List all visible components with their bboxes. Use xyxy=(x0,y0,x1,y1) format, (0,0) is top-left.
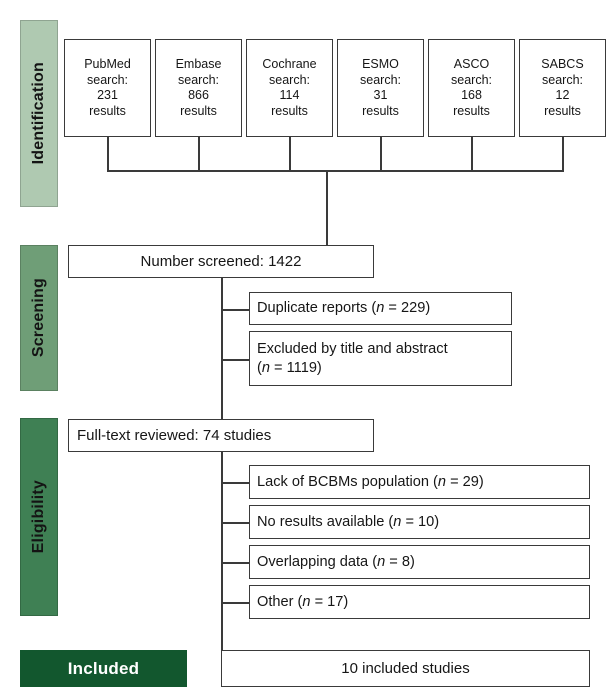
italic-n: n xyxy=(393,513,402,530)
connector-eligibility-exclusion-3 xyxy=(221,562,250,564)
source-box-asco: ASCO search: 168 results xyxy=(428,39,515,137)
connector-source-drop-asco xyxy=(471,137,473,171)
source-box-esmo: ESMO search: 31 results xyxy=(337,39,424,137)
source-count: 114 xyxy=(279,88,300,102)
screening-exclusion-box-title-abstract: Excluded by title and abstract (n = 1119… xyxy=(249,331,512,386)
source-box-embase: Embase search: 866 results xyxy=(155,39,242,137)
connector-screening-spine xyxy=(221,277,223,419)
connector-eligibility-exclusion-1 xyxy=(221,482,250,484)
source-search: search: xyxy=(542,72,583,87)
stage-label-eligibility: Eligibility xyxy=(30,480,47,554)
italic-n: n xyxy=(437,473,447,490)
source-name: ASCO xyxy=(453,57,490,71)
connector-source-drop-embase xyxy=(198,137,200,171)
source-unit: results xyxy=(453,103,490,118)
exclusion-text: Overlapping data (n = 8) xyxy=(257,553,415,570)
stage-label-included: Included xyxy=(67,658,140,678)
fulltext-label: Full-text reviewed: 74 studies xyxy=(77,427,272,444)
connector-eligibility-exclusion-2 xyxy=(221,522,250,524)
source-name: PubMed xyxy=(84,57,131,71)
eligibility-exclusion-box-other: Other (n = 17) xyxy=(249,585,590,619)
exclusion-text-line-2: (n = 1119) xyxy=(257,359,322,376)
exclusion-text: Other (n = 17) xyxy=(257,593,349,610)
connector-screening-exclusion-2 xyxy=(221,359,250,361)
source-count: 12 xyxy=(555,88,570,102)
connector-eligibility-spine xyxy=(221,451,223,651)
source-search: search: xyxy=(87,72,128,87)
connector-source-drop-sabcs xyxy=(562,137,564,171)
italic-n: n xyxy=(261,359,270,376)
stage-band-included: Included xyxy=(20,650,187,687)
source-box-pubmed: PubMed search: 231 results xyxy=(64,39,151,137)
source-unit: results xyxy=(544,103,581,118)
eligibility-exclusion-box-bcbms: Lack of BCBMs population (n = 29) xyxy=(249,465,590,499)
screened-box: Number screened: 1422 xyxy=(68,245,374,278)
source-search: search: xyxy=(269,72,310,87)
source-box-cochrane: Cochrane search: 114 results xyxy=(246,39,333,137)
fulltext-reviewed-box: Full-text reviewed: 74 studies xyxy=(68,419,374,452)
source-name: SABCS xyxy=(541,57,584,71)
exclusion-text: No results available (n = 10) xyxy=(257,513,440,530)
stage-label-screening: Screening xyxy=(30,278,47,358)
connector-bus-to-screened xyxy=(326,170,328,246)
source-name: ESMO xyxy=(362,57,399,71)
source-count: 231 xyxy=(97,88,118,102)
exclusion-text-line-1: Excluded by title and abstract xyxy=(257,340,448,357)
screened-label: Number screened: 1422 xyxy=(140,253,302,270)
source-name: Cochrane xyxy=(262,57,317,71)
italic-n: n xyxy=(302,593,311,610)
stage-band-screening: Screening xyxy=(20,245,58,391)
connector-eligibility-exclusion-4 xyxy=(221,602,250,604)
source-box-sabcs: SABCS search: 12 results xyxy=(519,39,606,137)
connector-identification-bus xyxy=(107,170,564,172)
screening-exclusion-box-duplicates: Duplicate reports (n = 229) xyxy=(249,292,512,325)
exclusion-text: Lack of BCBMs population (n = 29) xyxy=(257,473,484,490)
source-count: 866 xyxy=(188,88,209,102)
eligibility-exclusion-box-overlapping: Overlapping data (n = 8) xyxy=(249,545,590,579)
exclusion-text: Duplicate reports (n = 229) xyxy=(257,300,431,316)
source-count: 31 xyxy=(373,88,388,102)
stage-label-identification: Identification xyxy=(30,62,47,165)
source-unit: results xyxy=(89,103,126,118)
included-studies-label: 10 included studies xyxy=(341,660,470,677)
connector-source-drop-esmo xyxy=(380,137,382,171)
source-search: search: xyxy=(178,72,219,87)
connector-source-drop-pubmed xyxy=(107,137,109,171)
connector-screening-exclusion-1 xyxy=(221,309,250,311)
italic-n: n xyxy=(377,553,386,570)
source-unit: results xyxy=(362,103,399,118)
source-search: search: xyxy=(451,72,492,87)
included-studies-box: 10 included studies xyxy=(221,650,590,687)
stage-band-eligibility: Eligibility xyxy=(20,418,58,616)
eligibility-exclusion-box-no-results: No results available (n = 10) xyxy=(249,505,590,539)
italic-n: n xyxy=(376,300,385,316)
source-count: 168 xyxy=(461,88,482,102)
connector-source-drop-cochrane xyxy=(289,137,291,171)
source-search: search: xyxy=(360,72,401,87)
source-name: Embase xyxy=(175,57,222,71)
source-unit: results xyxy=(180,103,217,118)
source-unit: results xyxy=(271,103,308,118)
stage-band-identification: Identification xyxy=(20,20,58,207)
